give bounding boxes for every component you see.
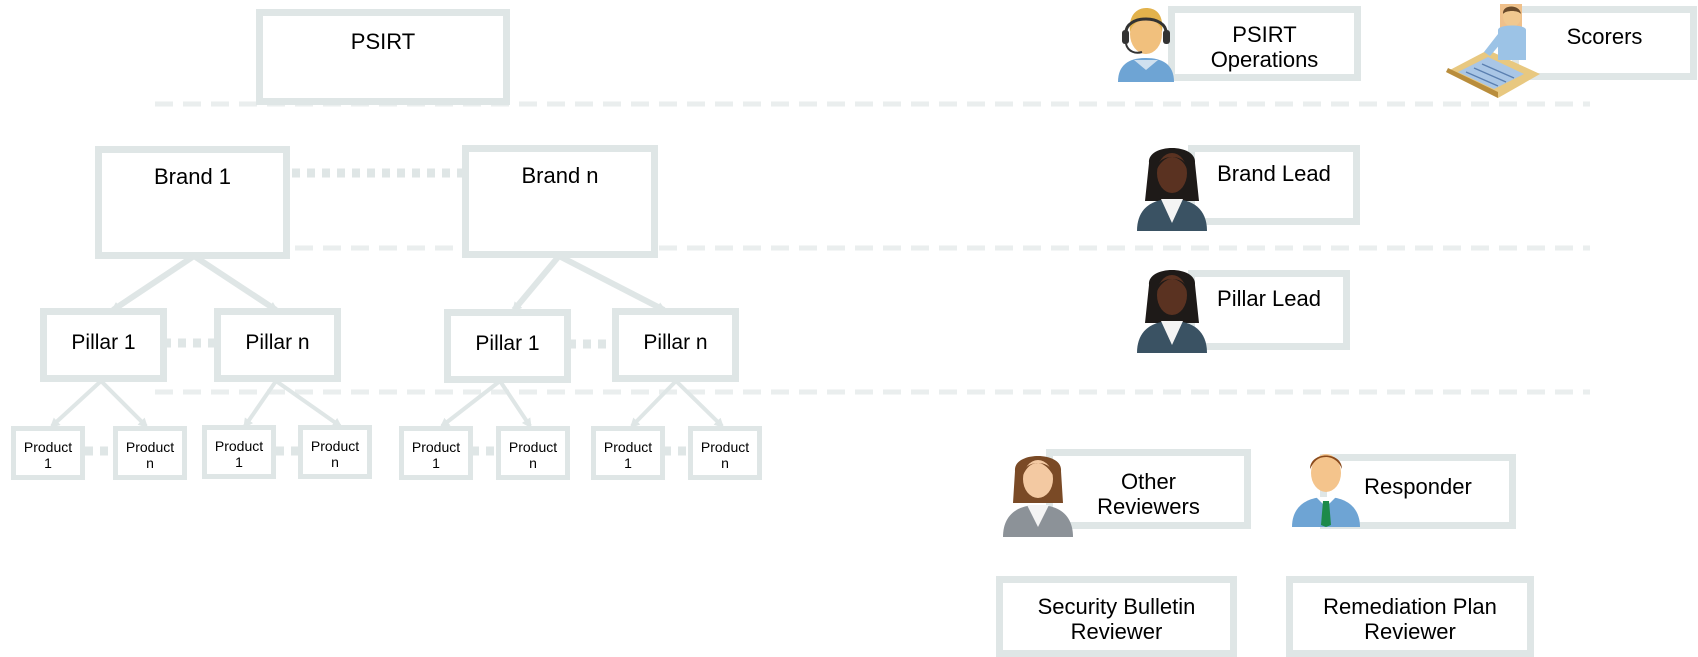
brandn-pillar-n-box: Pillar n	[612, 308, 739, 382]
connector-b1pn-prodn	[274, 379, 343, 428]
woman-reviewer-icon	[1003, 456, 1073, 537]
connector-bnpn-prodn	[674, 379, 725, 429]
connector-brandn-pillar1	[511, 254, 562, 313]
connector-bnp1-prod1	[439, 379, 502, 428]
other-reviewers-box: Other Reviewers	[1046, 449, 1251, 529]
connector-b1p1-prodn	[99, 379, 149, 429]
product-box: Product n	[298, 425, 372, 479]
pillar-lead-box: Pillar Lead	[1188, 270, 1350, 350]
product-box: Product n	[113, 426, 187, 480]
pillar-lead-label: Pillar Lead	[1217, 286, 1321, 311]
responder-box: Responder	[1320, 454, 1516, 529]
brand-1-label: Brand 1	[153, 164, 232, 189]
connector-bnpn-prod1	[629, 379, 678, 429]
product-label: Product 1	[214, 438, 264, 470]
responder-label: Responder	[1364, 474, 1472, 499]
brand-n-label: Brand n	[521, 163, 599, 188]
connector-b1p1-prod1	[49, 379, 103, 429]
brand-n-box: Brand n	[462, 145, 658, 258]
brand1-pillar-1-label: Pillar 1	[71, 331, 136, 354]
connector-brandn-pillarn	[557, 253, 667, 313]
scorer-at-desk-icon	[1446, 4, 1540, 98]
woman-lead-icon	[1137, 148, 1207, 231]
security-bulletin-reviewer-box: Security Bulletin Reviewer	[996, 576, 1237, 657]
psirt-box: PSIRT	[256, 9, 510, 105]
brand1-pillar-n-box: Pillar n	[214, 308, 341, 382]
product-box: Product 1	[11, 426, 85, 480]
product-label: Product 1	[411, 439, 461, 471]
connector-b1pn-prod1	[243, 379, 278, 429]
psirt-operations-label: PSIRT Operations	[1210, 22, 1319, 72]
product-label: Product 1	[603, 439, 653, 471]
scorers-label: Scorers	[1566, 24, 1643, 49]
psirt-operations-box: PSIRT Operations	[1168, 6, 1361, 81]
brand-lead-label: Brand Lead	[1217, 161, 1331, 186]
product-box: Product 1	[591, 426, 665, 480]
product-label: Product n	[310, 438, 360, 470]
product-label: Product n	[125, 439, 175, 471]
product-box: Product n	[496, 426, 570, 480]
brand1-pillar-1-box: Pillar 1	[40, 308, 167, 382]
brandn-pillar-1-box: Pillar 1	[444, 309, 571, 383]
psirt-label: PSIRT	[350, 29, 416, 54]
product-label: Product n	[700, 439, 750, 471]
security-bulletin-reviewer-label: Security Bulletin Reviewer	[1037, 594, 1196, 644]
man-responder-icon	[1292, 454, 1360, 527]
woman-lead-icon	[1137, 270, 1207, 353]
product-box: Product 1	[399, 426, 473, 480]
product-label: Product n	[508, 439, 558, 471]
headset-operator-icon	[1118, 8, 1174, 82]
brandn-pillar-n-label: Pillar n	[643, 331, 708, 354]
product-label: Product 1	[23, 439, 73, 471]
brand1-pillar-n-label: Pillar n	[245, 331, 310, 354]
product-box: Product 1	[202, 425, 276, 479]
brand-lead-box: Brand Lead	[1188, 145, 1360, 225]
brandn-pillar-1-label: Pillar 1	[475, 332, 540, 355]
remediation-plan-reviewer-box: Remediation Plan Reviewer	[1286, 576, 1534, 657]
connector-bnp1-prodn	[498, 379, 532, 429]
connector-brand1-pillar1	[110, 253, 196, 313]
remediation-plan-reviewer-label: Remediation Plan Reviewer	[1323, 594, 1497, 644]
other-reviewers-label: Other Reviewers	[1097, 469, 1200, 519]
connector-brand1-pillarn	[192, 253, 279, 313]
product-box: Product n	[688, 426, 762, 480]
brand-1-box: Brand 1	[95, 146, 290, 259]
